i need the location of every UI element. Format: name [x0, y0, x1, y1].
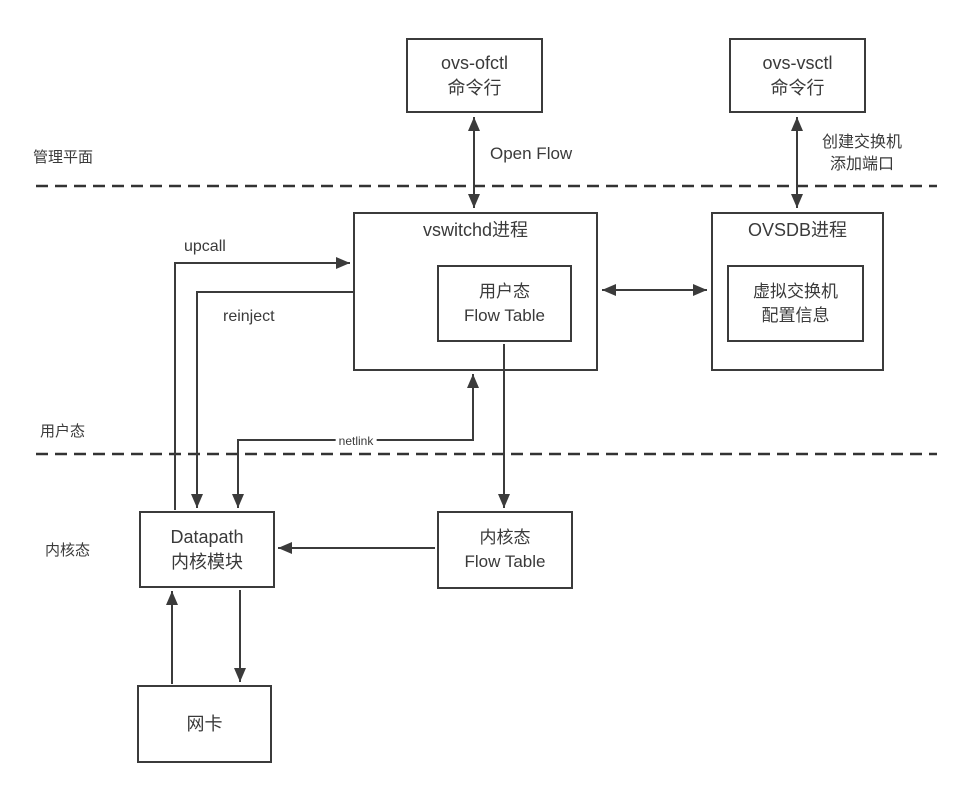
- datapath-line1: Datapath: [170, 526, 244, 547]
- datapath-line2: 内核模块: [171, 551, 243, 572]
- reinject-arrow: [191, 291, 354, 508]
- create-switch-label: 创建交换机 添加端口: [810, 132, 914, 176]
- ovs-vsctl-subtitle: 命令行: [770, 77, 825, 98]
- ovs-ofctl-name: ovs-ofctl: [440, 52, 509, 73]
- datapath-box: Datapath 内核模块: [139, 511, 275, 588]
- kernel-flow-table-line2: Flow Table: [464, 552, 546, 571]
- ovs-vsctl-name: ovs-vsctl: [762, 52, 833, 73]
- user-flow-table-box: 用户态 Flow Table: [437, 265, 572, 342]
- user-flow-table-line2: Flow Table: [464, 305, 545, 325]
- openflow-label: Open Flow: [490, 144, 573, 163]
- reinject-label: reinject: [223, 308, 275, 325]
- upcall-arrow: [174, 257, 350, 510]
- create-switch-line2: 添加端口: [829, 156, 894, 173]
- switch-config-box: 虚拟交换机 配置信息: [727, 265, 864, 342]
- netlink-label: netlink: [335, 434, 377, 448]
- ovsdb-title: OVSDB进程: [747, 220, 848, 240]
- vswitchd-title: vswitchd进程: [422, 220, 529, 240]
- user-plane-label: 用户态: [40, 423, 86, 440]
- ovs-ofctl-subtitle: 命令行: [447, 77, 502, 98]
- kernel-flow-table-line1: 内核态: [479, 528, 531, 547]
- ovs-ofctl-box: ovs-ofctl 命令行: [406, 38, 543, 113]
- user-flow-table-line1: 用户态: [479, 281, 530, 301]
- nic-box: 网卡: [137, 685, 272, 763]
- nic-label: 网卡: [186, 713, 223, 734]
- management-plane-label: 管理平面: [33, 149, 94, 166]
- upcall-label: upcall: [184, 238, 226, 255]
- ovs-vsctl-box: ovs-vsctl 命令行: [729, 38, 866, 113]
- create-switch-line1: 创建交换机: [821, 134, 902, 151]
- switch-config-line1: 虚拟交换机: [753, 281, 838, 301]
- kernel-plane-label: 内核态: [45, 542, 91, 559]
- kernel-flow-table-box: 内核态 Flow Table: [437, 511, 573, 589]
- switch-config-line2: 配置信息: [761, 305, 830, 325]
